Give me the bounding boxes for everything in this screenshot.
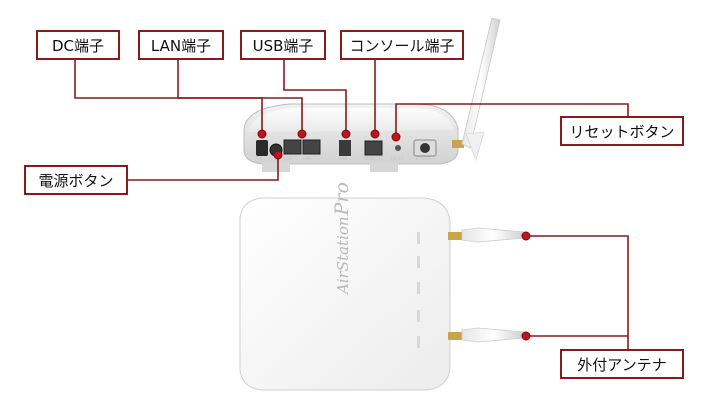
leader-antenna-upper	[526, 235, 629, 365]
label-power-button: 電源ボタン	[24, 165, 128, 195]
dot-antenna-lower	[521, 331, 531, 341]
label-console-port: コンソール端子	[340, 30, 464, 60]
port-text-console: CONSOLE	[364, 156, 384, 161]
dot-lan	[297, 129, 307, 139]
router-rear-view: LAN LAN USB CONSOLE RESET POWER DC	[243, 17, 501, 172]
leader-usb	[283, 60, 347, 134]
console-port	[364, 140, 383, 156]
port-text-usb: USB	[339, 156, 347, 161]
label-external-antenna: 外付アンテナ	[560, 349, 684, 379]
front-antenna-lower	[448, 327, 525, 343]
label-usb-port: USB端子	[240, 30, 326, 60]
power-switch	[256, 140, 268, 156]
dot-usb	[341, 129, 351, 139]
port-text-lan1: LAN	[284, 156, 292, 161]
dot-power	[273, 150, 283, 160]
port-text-dc: DC	[257, 156, 263, 161]
label-dc-port: DC端子	[36, 30, 120, 60]
rear-antenna	[452, 17, 501, 161]
usb-port	[339, 140, 351, 156]
leader-lan	[177, 60, 303, 134]
dot-reset	[391, 132, 401, 142]
dot-console	[370, 129, 380, 139]
dot-antenna-upper	[521, 231, 531, 241]
callout-dots	[257, 129, 531, 341]
lan-port-2	[302, 139, 321, 155]
dot-dc	[257, 129, 267, 139]
status-led-strip	[417, 232, 420, 348]
front-antenna-upper	[448, 227, 525, 243]
port-text-reset: RESET	[391, 156, 404, 161]
port-text-power: POWER	[416, 156, 431, 161]
lan-port-1	[283, 139, 302, 155]
reset-hole	[395, 145, 401, 151]
brand-suffix: Pro	[331, 182, 353, 216]
brand-logo: AirStationPro	[331, 182, 353, 296]
leader-power	[128, 155, 279, 181]
brand-name: AirStation	[334, 216, 352, 296]
leader-dc	[74, 60, 263, 134]
router-front-view: AirStationPro	[239, 182, 525, 391]
port-text-lan2: LAN	[303, 156, 311, 161]
label-reset-button: リセットボタン	[560, 116, 684, 146]
label-lan-port: LAN端子	[138, 30, 224, 60]
